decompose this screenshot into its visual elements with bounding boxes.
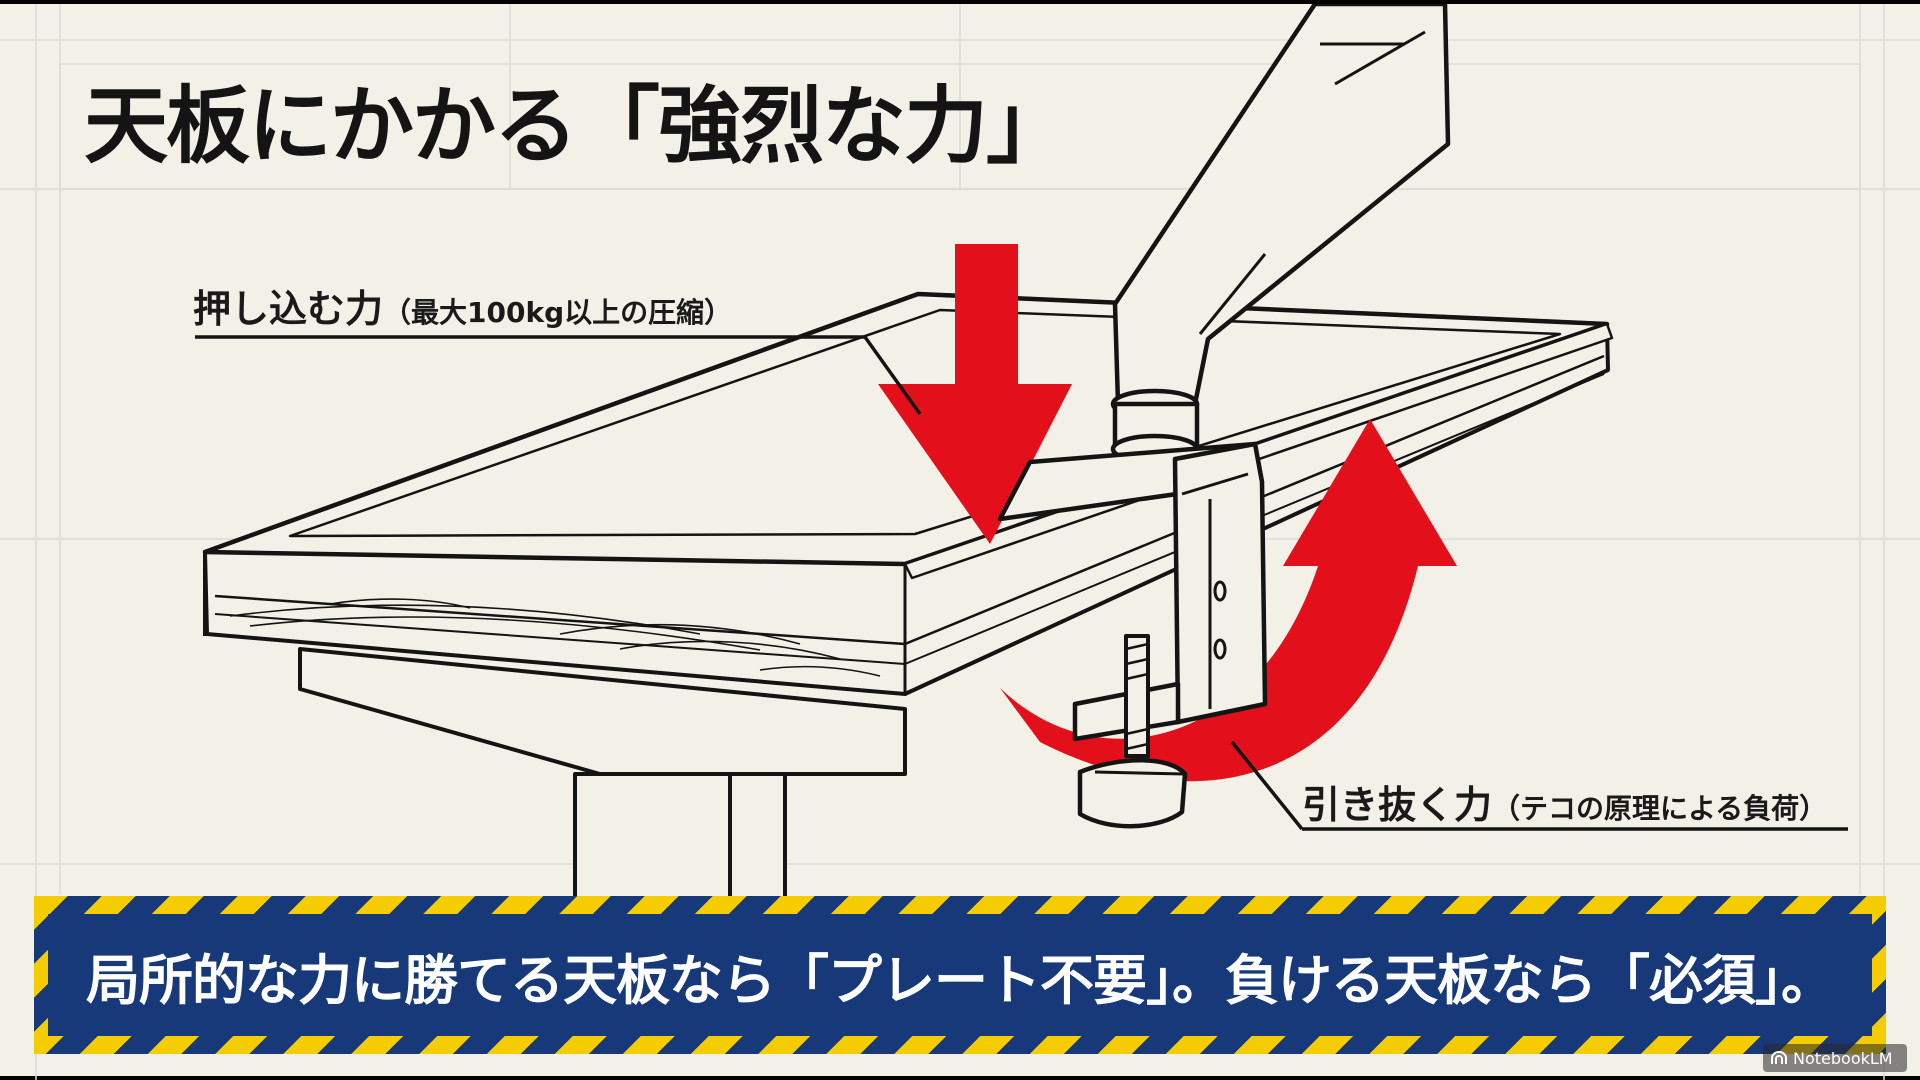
pull-force-arrow [1000, 419, 1457, 782]
pull-force-note: （テコの原理による負荷） [1492, 792, 1828, 825]
caution-banner: 局所的な力に勝てる天板なら「プレート不要」。負ける天板なら「必須」。 [34, 896, 1886, 1054]
push-force-label: 押し込む力 [193, 287, 384, 331]
push-force-arrow [878, 244, 1072, 544]
notebooklm-logo-icon [1771, 1051, 1787, 1064]
push-force-callout: 押し込む力（最大100kg以上の圧縮） [193, 278, 732, 333]
watermark-label: NotebookLM [1793, 1048, 1893, 1068]
push-force-note: （最大100kg以上の圧縮） [383, 296, 733, 329]
diagram-canvas: 天板にかかる「強烈な力」 押し込む力（最大100kg以上の圧縮） 引き抜く力（テ… [0, 4, 1920, 1080]
page-title: 天板にかかる「強烈な力」 [84, 77, 1070, 175]
banner-message: 局所的な力に勝てる天板なら「プレート不要」。負ける天板なら「必須」。 [86, 948, 1835, 1012]
desk-clamp [997, 441, 1268, 829]
desk-clamp-diagram [0, 4, 1920, 1080]
notebooklm-watermark: NotebookLM [1763, 1044, 1907, 1072]
pull-force-callout: 引き抜く力（テコの原理による負荷） [1302, 774, 1827, 829]
callout-leaders [195, 335, 1848, 831]
pull-force-label: 引き抜く力 [1302, 783, 1493, 827]
caution-banner-panel: 局所的な力に勝てる天板なら「プレート不要」。負ける天板なら「必須」。 [48, 914, 1872, 1036]
